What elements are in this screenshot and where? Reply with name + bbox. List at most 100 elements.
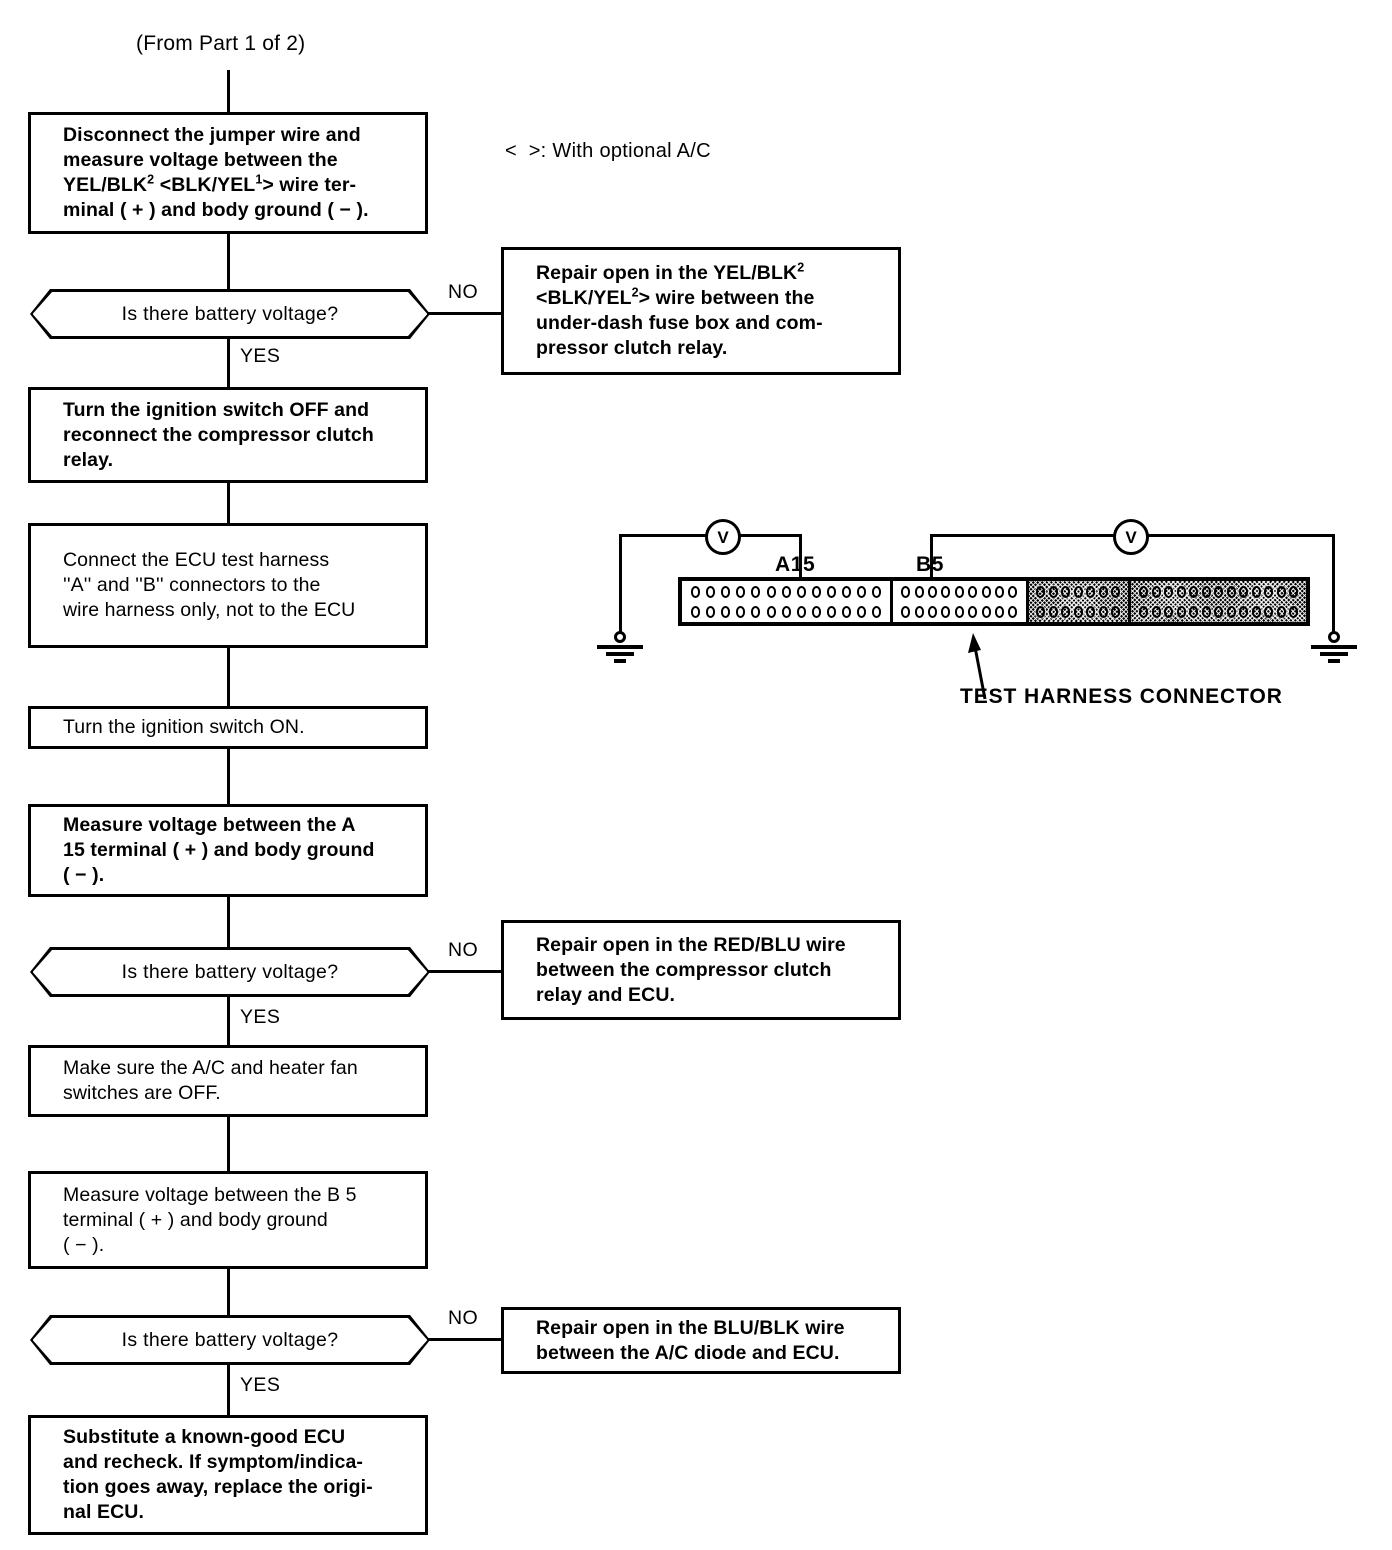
step-ignition-off-reconnect: Turn the ignition switch OFF and reconne… bbox=[28, 387, 428, 483]
pin bbox=[1289, 585, 1299, 598]
label-no-1: NO bbox=[448, 281, 479, 303]
pin bbox=[857, 585, 867, 598]
pin bbox=[811, 605, 821, 618]
pin bbox=[1176, 585, 1186, 598]
decision-text: Is there battery voltage? bbox=[121, 302, 339, 325]
pin bbox=[968, 605, 978, 618]
pin bbox=[691, 585, 701, 598]
pin bbox=[954, 585, 964, 598]
pin-row-top bbox=[1137, 585, 1300, 598]
pin bbox=[1008, 605, 1018, 618]
decision-text: Is there battery voltage? bbox=[121, 1328, 339, 1351]
step-measure-b5: Measure voltage between the B 5 terminal… bbox=[28, 1171, 428, 1269]
decision-battery-voltage-2: Is there battery voltage? bbox=[30, 947, 430, 997]
branch-no-1 bbox=[428, 312, 503, 315]
ground-bar-1 bbox=[1311, 645, 1357, 649]
voltmeter-b-icon: V bbox=[1113, 519, 1149, 555]
pin bbox=[1111, 585, 1121, 598]
connector-segment-a bbox=[682, 581, 894, 622]
pin bbox=[872, 605, 882, 618]
pin bbox=[1201, 585, 1211, 598]
pin bbox=[796, 585, 806, 598]
voltmeter-a-icon: V bbox=[705, 519, 741, 555]
connector-d1-s2 bbox=[227, 339, 230, 387]
pin bbox=[1226, 585, 1236, 598]
step-ignition-on: Turn the ignition switch ON. bbox=[28, 706, 428, 749]
pin bbox=[941, 585, 951, 598]
pin bbox=[1151, 585, 1161, 598]
label-yes-3: YES bbox=[240, 1374, 281, 1396]
ground-knob bbox=[614, 631, 626, 643]
hexagon-shape bbox=[30, 289, 430, 339]
pin bbox=[721, 585, 731, 598]
pin bbox=[1061, 605, 1071, 618]
pin bbox=[1164, 605, 1174, 618]
connector-s2-s3 bbox=[227, 483, 230, 523]
pin bbox=[941, 605, 951, 618]
wire-a-left-top bbox=[619, 534, 708, 537]
pin bbox=[1201, 605, 1211, 618]
pin-row-bottom bbox=[688, 605, 884, 618]
pin-row-top bbox=[899, 585, 1019, 598]
pin bbox=[1036, 605, 1046, 618]
wire-b-pin-riser bbox=[930, 534, 933, 604]
pin bbox=[706, 605, 716, 618]
pin bbox=[1098, 585, 1108, 598]
pin bbox=[811, 585, 821, 598]
pin bbox=[1289, 605, 1299, 618]
pin bbox=[1214, 605, 1224, 618]
pin bbox=[1251, 585, 1261, 598]
pin bbox=[1189, 605, 1199, 618]
connector-entry bbox=[227, 70, 230, 112]
pin bbox=[901, 585, 911, 598]
connector-body bbox=[678, 577, 1310, 626]
pin bbox=[826, 605, 836, 618]
pin bbox=[736, 605, 746, 618]
pin-row-bottom bbox=[1035, 605, 1123, 618]
pin-row-bottom bbox=[899, 605, 1019, 618]
pin bbox=[841, 585, 851, 598]
figure-caption: TEST HARNESS CONNECTOR bbox=[960, 685, 1283, 708]
pin bbox=[1239, 605, 1249, 618]
pin bbox=[1189, 585, 1199, 598]
test-harness-figure: V V A15 B5 bbox=[597, 505, 1380, 735]
pin bbox=[981, 585, 991, 598]
connector-segment-b bbox=[893, 581, 1029, 622]
pin bbox=[736, 585, 746, 598]
step-text: Disconnect the jumper wire and measure v… bbox=[63, 124, 369, 221]
pin bbox=[928, 585, 938, 598]
pin bbox=[1164, 585, 1174, 598]
pin bbox=[766, 585, 776, 598]
pin bbox=[1086, 605, 1096, 618]
pin-label-a15: A15 bbox=[775, 553, 816, 576]
pin-row-top bbox=[1035, 585, 1123, 598]
pin bbox=[781, 605, 791, 618]
pin bbox=[928, 605, 938, 618]
pin bbox=[1098, 605, 1108, 618]
connector-s7-d3 bbox=[227, 1269, 230, 1315]
label-no-2: NO bbox=[448, 939, 479, 961]
ground-knob bbox=[1328, 631, 1340, 643]
pin bbox=[781, 585, 791, 598]
ground-bar-3 bbox=[1328, 659, 1340, 663]
hexagon-shape bbox=[30, 947, 430, 997]
step-measure-a15: Measure voltage between the A 15 termina… bbox=[28, 804, 428, 897]
wire-b-right-top bbox=[1142, 534, 1335, 537]
pin-row-bottom bbox=[1137, 605, 1300, 618]
wire-b-left-top bbox=[930, 534, 1115, 537]
pin bbox=[1086, 585, 1096, 598]
wire-a-pin-riser bbox=[799, 534, 802, 604]
step-text: Connect the ECU test harness ''A'' and '… bbox=[63, 549, 356, 621]
pin bbox=[706, 585, 716, 598]
branch-no-2 bbox=[428, 970, 503, 973]
ground-bar-2 bbox=[606, 652, 634, 656]
pin bbox=[721, 605, 731, 618]
ground-bar-2 bbox=[1320, 652, 1348, 656]
from-part-note: (From Part 1 of 2) bbox=[136, 32, 306, 55]
step-connect-ecu-test-harness: Connect the ECU test harness ''A'' and '… bbox=[28, 523, 428, 648]
pin bbox=[981, 605, 991, 618]
label-no-3: NO bbox=[448, 1307, 479, 1329]
pin bbox=[1048, 585, 1058, 598]
connector-s1-d1 bbox=[227, 234, 230, 289]
label-yes-2: YES bbox=[240, 1006, 281, 1028]
